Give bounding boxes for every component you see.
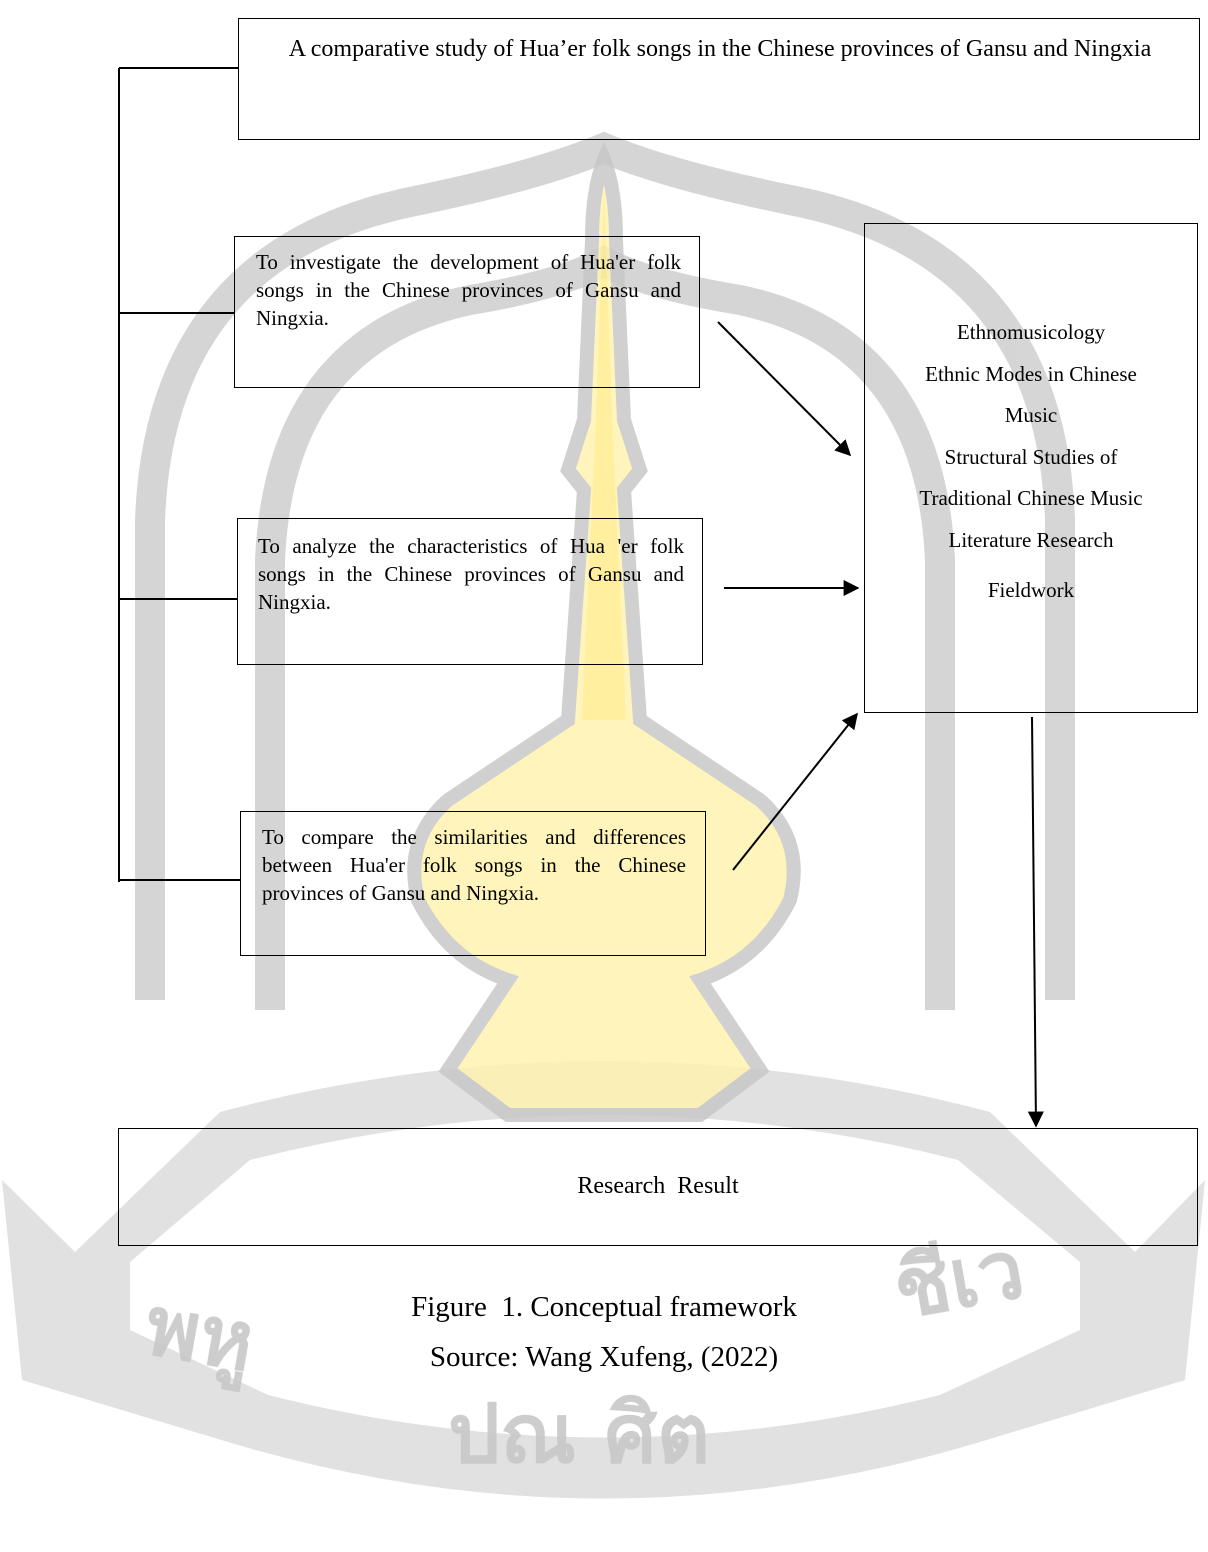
method-line: Ethnic Modes in Chinese <box>925 361 1137 386</box>
methods-box <box>864 223 1198 713</box>
objective-2-text: To analyze the characteristics of Hua 'e… <box>258 534 684 614</box>
objective-3-text: To compare the similarities and differen… <box>262 825 686 905</box>
method-line: Fieldwork <box>987 578 1075 602</box>
seal-banner-inner <box>130 1115 1080 1438</box>
seal-spire-inner <box>582 190 626 720</box>
study-title-box <box>238 18 1200 140</box>
method-line: Ethnomusicology <box>956 320 1106 344</box>
seal-lettering-left: พหู <box>138 1278 261 1393</box>
arrow-objective-3-to-methods <box>732 712 858 871</box>
objective-1-text: To investigate the development of Hua'er… <box>256 250 681 330</box>
objective-1-box <box>234 236 700 388</box>
method-line: Traditional Chinese Music <box>919 486 1143 510</box>
methods-list: Ethnomusicology Ethnic Modes in Chinese … <box>864 312 1198 612</box>
seal-lettering-right: ชีเว <box>887 1222 1031 1338</box>
arrow-objective-1-to-methods <box>717 321 852 457</box>
study-title: A comparative study of Hua’er folk songs… <box>288 36 1152 62</box>
method-line: Literature Research <box>948 527 1114 552</box>
research-result-label: Research Result <box>577 1173 739 1199</box>
objective-3-box <box>240 811 706 956</box>
figure-source: Source: Wang Xufeng, (2022) <box>429 1341 779 1373</box>
research-result-box <box>118 1128 1198 1246</box>
objective-2-box <box>237 518 703 665</box>
seal-lettering-bottom: ปณ ศิต <box>448 1387 710 1482</box>
method-line: Music <box>1004 403 1058 427</box>
method-line: Structural Studies of <box>944 444 1118 469</box>
figure-caption: Figure 1. Conceptual framework <box>411 1291 797 1323</box>
arrow-methods-to-result <box>1027 716 1044 1128</box>
